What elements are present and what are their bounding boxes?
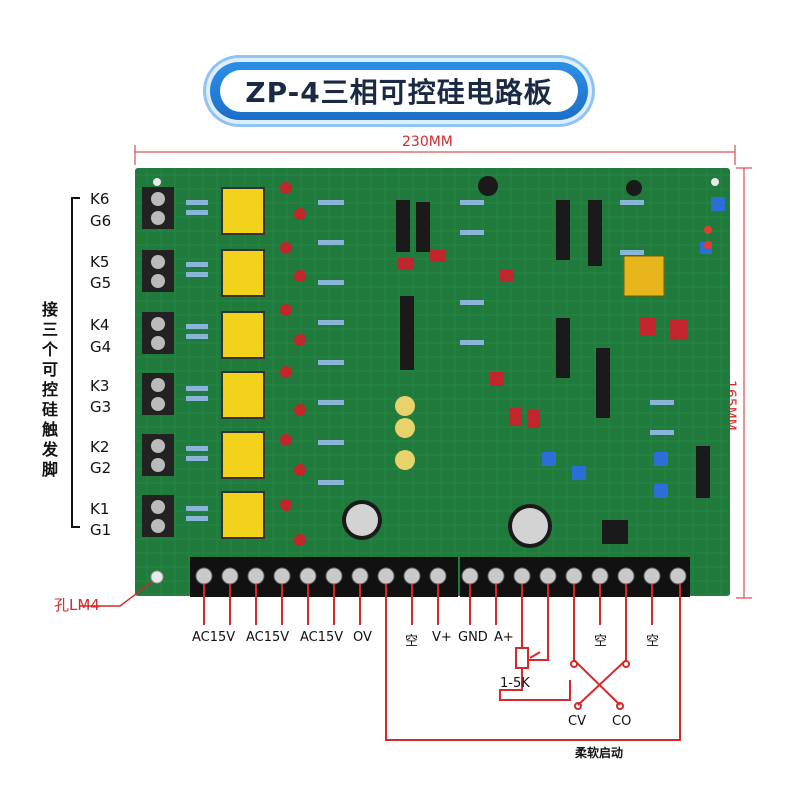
terminal-label-empty-2: 空 bbox=[594, 634, 608, 649]
gate-label-g6: G6 bbox=[90, 212, 112, 230]
height-dimension-line bbox=[736, 167, 752, 599]
gate-label-k3: K3 bbox=[90, 377, 110, 395]
status-leds bbox=[704, 226, 712, 249]
gate-label-k1: K1 bbox=[90, 500, 110, 518]
mount-hole-top-left bbox=[153, 178, 161, 186]
transformer-1 bbox=[221, 187, 265, 235]
terminal-label-vplus: V+ bbox=[432, 630, 452, 645]
mount-hole-label: 孔LM4 bbox=[54, 596, 100, 614]
terminal-label-ac15v-3: AC15V bbox=[300, 630, 344, 645]
gate-terminal-blocks bbox=[142, 187, 174, 537]
pulse-transformers bbox=[221, 187, 265, 539]
switch-label-co: CO bbox=[612, 714, 632, 729]
gate-label-k2: K2 bbox=[90, 438, 110, 456]
transformer-5 bbox=[221, 431, 265, 479]
gate-terminal-k6g6 bbox=[142, 187, 174, 229]
page-title: ZP-4三相可控硅电路板 bbox=[220, 70, 578, 112]
terminal-wiring bbox=[203, 584, 681, 741]
terminal-label-empty-1: 空 bbox=[405, 634, 419, 649]
gate-label-k5: K5 bbox=[90, 253, 110, 271]
relay bbox=[623, 255, 665, 297]
gate-label-g4: G4 bbox=[90, 338, 112, 356]
terminal-label-empty-3: 空 bbox=[646, 634, 660, 649]
gate-label-g5: G5 bbox=[90, 274, 112, 292]
gate-terminal-k4g4 bbox=[142, 312, 174, 354]
gate-label-k4: K4 bbox=[90, 316, 110, 334]
transformer-4 bbox=[221, 371, 265, 419]
capacitors-red bbox=[280, 182, 688, 546]
terminal-label-ov: OV bbox=[353, 630, 372, 645]
side-caption: 接三个可控硅触发脚 bbox=[42, 300, 59, 479]
terminal-label-aplus: A+ bbox=[494, 630, 514, 645]
width-dimension-line bbox=[134, 145, 736, 165]
potentiometer-label: 1-5K bbox=[500, 676, 530, 691]
gate-label-g2: G2 bbox=[90, 459, 112, 477]
transformer-2 bbox=[221, 249, 265, 297]
gate-terminal-k5g5 bbox=[142, 250, 174, 292]
mount-hole-callout bbox=[80, 581, 153, 607]
gate-terminal-k3g3 bbox=[142, 373, 174, 415]
title-banner: ZP-4三相可控硅电路板 bbox=[210, 62, 588, 120]
soft-start-label: 柔软启动 bbox=[575, 746, 624, 760]
gate-bracket bbox=[71, 197, 80, 528]
gate-label-g3: G3 bbox=[90, 398, 112, 416]
width-dimension-label: 230MM bbox=[402, 134, 453, 150]
gate-label-g1: G1 bbox=[90, 521, 112, 539]
switch-label-cv: CV bbox=[568, 714, 586, 729]
terminal-label-ac15v-2: AC15V bbox=[246, 630, 290, 645]
transformer-6 bbox=[221, 491, 265, 539]
trim-potentiometers bbox=[542, 197, 725, 498]
mount-hole-top-right bbox=[711, 178, 719, 186]
resistor-arrays bbox=[186, 200, 674, 521]
gate-label-k6: K6 bbox=[90, 190, 110, 208]
terminal-label-gnd: GND bbox=[458, 630, 488, 645]
gate-terminal-k2g2 bbox=[142, 434, 174, 476]
mount-hole-bottom-left bbox=[150, 570, 164, 584]
gate-terminal-k1g1 bbox=[142, 495, 174, 537]
electrolytic-capacitors bbox=[342, 176, 642, 548]
terminal-label-ac15v-1: AC15V bbox=[192, 630, 236, 645]
transformer-3 bbox=[221, 311, 265, 359]
ic-chips bbox=[396, 200, 710, 544]
potentiometer-symbol bbox=[515, 647, 529, 669]
